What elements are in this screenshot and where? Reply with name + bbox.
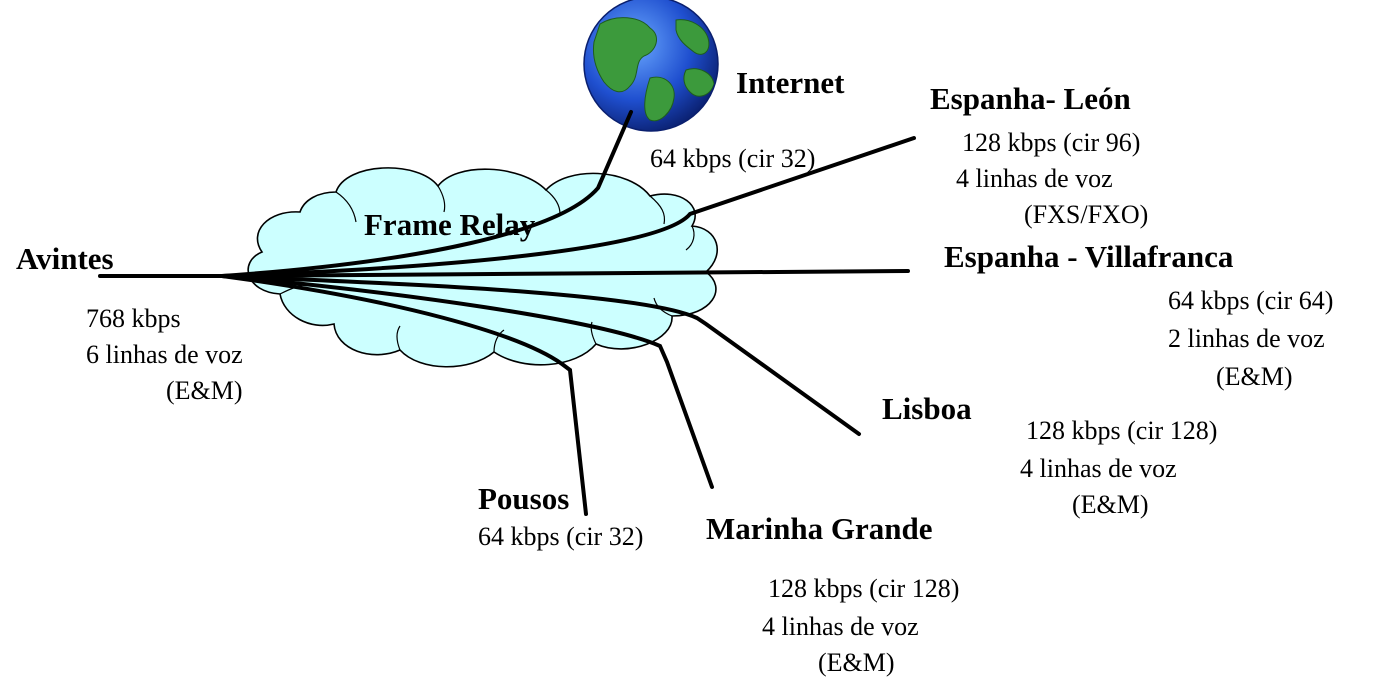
site-villafranca-voice-type: (E&M) <box>1216 362 1293 391</box>
site-lisboa-voice-type: (E&M) <box>1072 490 1149 519</box>
hub-avintes-name: Avintes <box>16 241 114 276</box>
link-marinha <box>220 274 714 489</box>
site-marinha-bandwidth: 128 kbps (cir 128) <box>768 574 960 603</box>
globe-icon <box>583 0 719 132</box>
site-villafranca-voice-lines: 2 linhas de voz <box>1168 324 1325 353</box>
site-pousos-bandwidth: 64 kbps (cir 32) <box>478 522 644 551</box>
site-leon-voice-type: (FXS/FXO) <box>1024 200 1149 229</box>
link-lisboa <box>220 274 861 436</box>
site-leon-voice-lines: 4 linhas de voz <box>956 164 1113 193</box>
frame-relay-cloud <box>247 167 718 368</box>
site-pousos-name: Pousos <box>478 481 570 516</box>
link-internet <box>220 110 633 278</box>
site-villafranca-bandwidth: 64 kbps (cir 64) <box>1168 286 1334 315</box>
site-marinha-voice-lines: 4 linhas de voz <box>762 612 919 641</box>
hub-avintes-voice-lines: 6 linhas de voz <box>86 340 243 369</box>
site-marinha-voice-type: (E&M) <box>818 648 895 677</box>
site-lisboa-bandwidth: 128 kbps (cir 128) <box>1026 416 1218 445</box>
link-pousos <box>220 274 588 516</box>
site-marinha-name: Marinha Grande <box>706 511 933 546</box>
site-internet-name: Internet <box>736 65 845 100</box>
link-villafranca <box>220 269 910 278</box>
hub-avintes-bandwidth: 768 kbps <box>86 304 181 333</box>
site-lisboa-voice-lines: 4 linhas de voz <box>1020 454 1177 483</box>
site-villafranca-name: Espanha - Villafranca <box>944 239 1234 274</box>
site-leon-bandwidth: 128 kbps (cir 96) <box>962 128 1141 157</box>
site-internet-bandwidth: 64 kbps (cir 32) <box>650 144 816 173</box>
site-lisboa-name: Lisboa <box>882 391 972 426</box>
link-leon <box>220 136 916 278</box>
links <box>98 110 916 516</box>
cloud-label: Frame Relay <box>364 207 536 242</box>
hub-avintes-voice-type: (E&M) <box>166 376 243 405</box>
site-leon-name: Espanha- León <box>930 81 1131 116</box>
